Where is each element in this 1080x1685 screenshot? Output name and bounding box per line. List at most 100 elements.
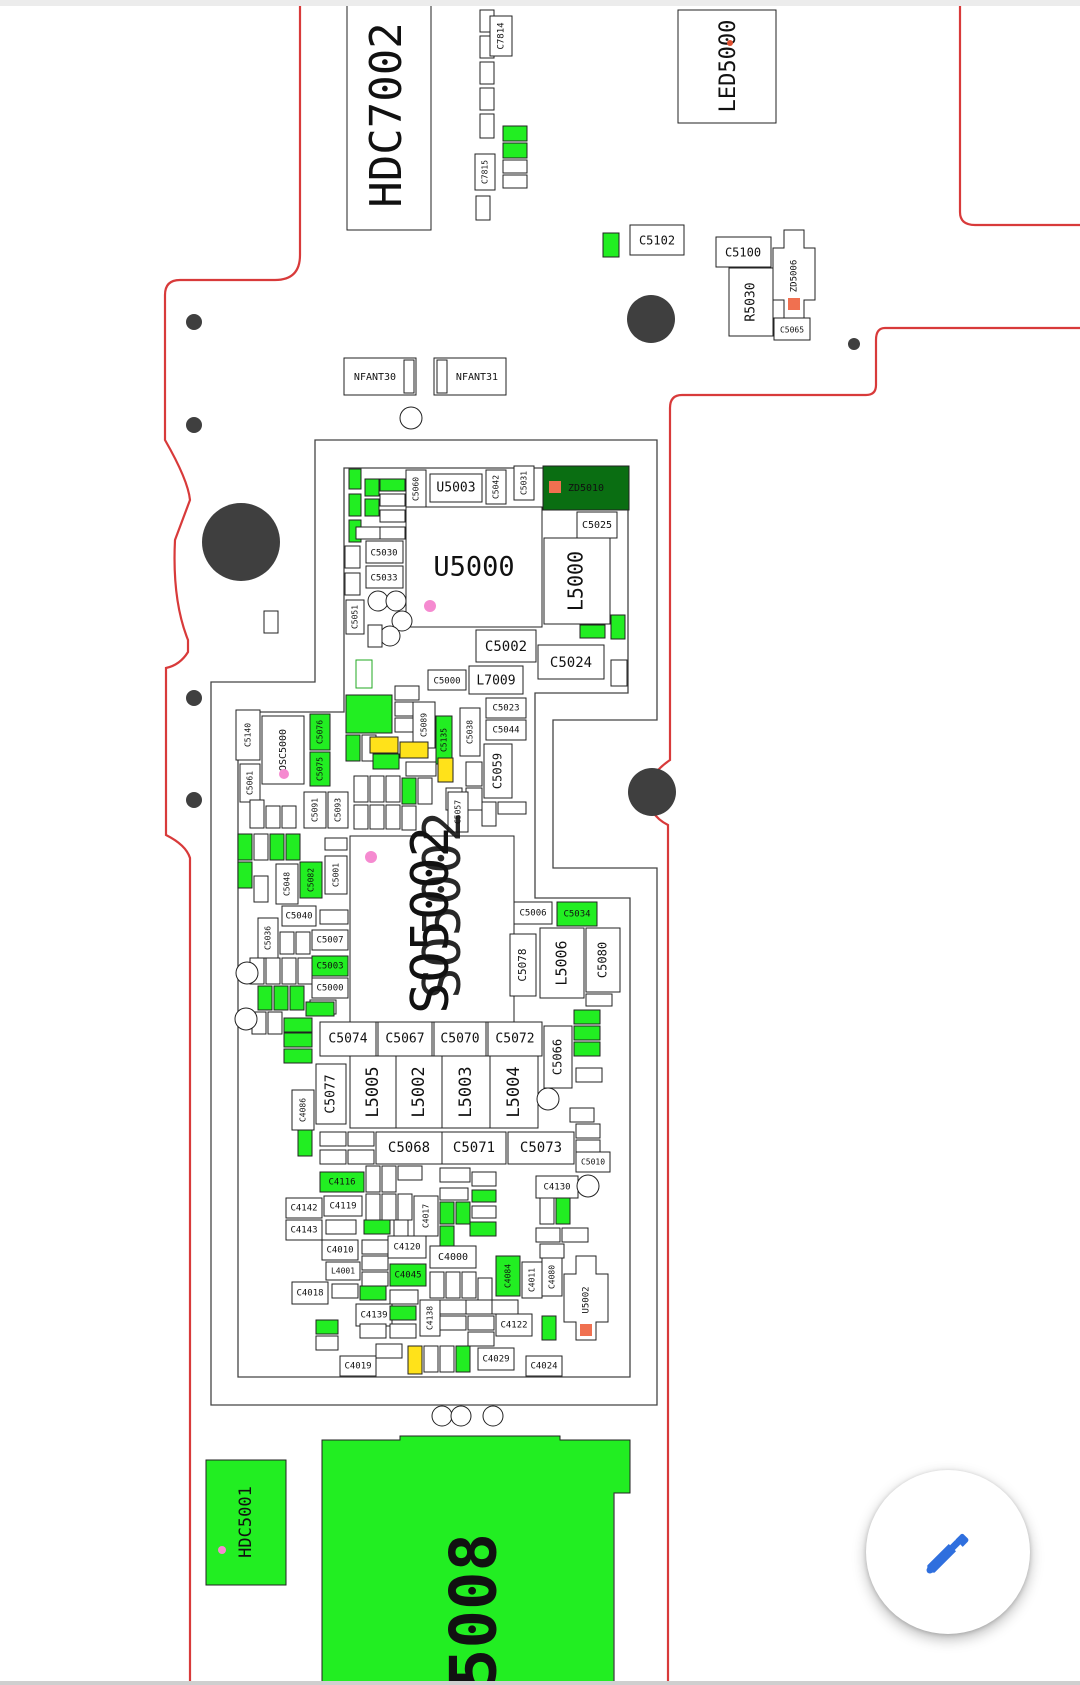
smd-component (279, 931, 295, 955)
smd-component (535, 1227, 561, 1243)
c4000-label: C4000 (438, 1252, 468, 1263)
smd-component (539, 1197, 555, 1225)
c5078-label: C5078 (516, 948, 529, 981)
c4084-label: C4084 (504, 1264, 513, 1288)
c5044-component (485, 719, 527, 741)
smd-component (369, 736, 399, 754)
bottom-cluster-components: C4116 C4130 C4142 C4119 C4017 C4143 (285, 1165, 609, 1427)
c5003-component (311, 955, 349, 977)
smd-component (269, 833, 285, 861)
smd-component (417, 777, 433, 805)
smd-component (602, 232, 620, 258)
c5091-label: C5091 (311, 798, 320, 822)
edit-fab-button[interactable] (866, 1470, 1030, 1634)
smd-component (399, 741, 429, 759)
smd-component (467, 1315, 495, 1331)
smd-component (379, 478, 406, 492)
l5002-component (395, 1055, 443, 1129)
smd-component (481, 801, 497, 827)
smd-component (439, 1187, 469, 1201)
smd-component (491, 1299, 519, 1315)
c4116-component (319, 1171, 365, 1193)
c4029-component (477, 1347, 515, 1371)
smd-component (497, 801, 527, 815)
c5071-component (441, 1131, 507, 1165)
lower-power-components: C5074 C5067 C5070 C5072 C5066 C5077 L500… (291, 1009, 611, 1173)
smd-component (319, 909, 349, 925)
c5002-label: C5002 (485, 639, 527, 655)
smd-component (315, 1335, 339, 1351)
c5024-component (537, 644, 605, 680)
c5023-component (485, 697, 527, 719)
smd-component (405, 761, 437, 777)
smd-component (575, 1123, 601, 1139)
smd-component (439, 1299, 467, 1315)
smd-component (439, 1201, 455, 1225)
smd-component (467, 1331, 495, 1347)
smd-component (265, 957, 281, 985)
c5048-component (275, 863, 299, 905)
smd-component (359, 1285, 387, 1301)
l5006-label: L5006 (553, 940, 571, 985)
c4080-label: C4080 (548, 1265, 557, 1289)
c5006-component (513, 901, 553, 925)
c5093-label: C5093 (334, 798, 343, 822)
c5068-label: C5068 (388, 1140, 430, 1156)
c5080-label: C5080 (596, 942, 610, 978)
smd-component (381, 1165, 397, 1193)
led5000-component (677, 9, 777, 124)
c5031-label: C5031 (520, 471, 529, 495)
c4045-component (389, 1263, 427, 1287)
r5030-label: R5030 (744, 282, 759, 321)
smd-component (610, 614, 626, 640)
smd-component (283, 1032, 313, 1048)
smd-component (347, 1131, 375, 1147)
c5093-component (327, 791, 349, 829)
osc5000-label: OSC5000 (278, 729, 289, 771)
c5066-component (543, 1025, 573, 1089)
smd-component (372, 753, 400, 770)
c5070-component (433, 1021, 487, 1057)
u5002-label: U5002 (582, 1286, 592, 1313)
smd-component (436, 359, 448, 394)
smd-component (289, 985, 305, 1011)
smd-component (569, 1107, 595, 1123)
smd-component (502, 142, 528, 159)
c5074-label: C5074 (328, 1032, 367, 1047)
c5033-label: C5033 (370, 574, 397, 584)
pin-marker (549, 481, 561, 493)
smd-component (348, 468, 362, 490)
smd-component (285, 833, 301, 861)
c4119-label: C4119 (329, 1202, 356, 1212)
c5059-label: C5059 (491, 753, 505, 789)
smd-component (403, 359, 415, 394)
smd-component (479, 61, 495, 85)
hdc7002-component (346, 0, 432, 231)
smd-component (325, 1219, 357, 1235)
smd-component (461, 1271, 477, 1299)
c5010-label: C5010 (581, 1158, 605, 1167)
smd-component (502, 125, 528, 142)
r5030-component (728, 267, 774, 337)
c7815-label: C7815 (481, 160, 490, 184)
c5076-component (309, 713, 331, 751)
c4010-label: C4010 (326, 1246, 353, 1256)
smd-component (361, 1239, 389, 1255)
top-shadow-bar (0, 0, 1080, 6)
smd-component (345, 694, 393, 734)
c5082-component (299, 861, 323, 899)
smd-component (385, 775, 401, 803)
c5067-component (377, 1021, 433, 1057)
smd-component (319, 1131, 347, 1147)
c4120-component (387, 1235, 427, 1259)
smd-component (311, 977, 349, 999)
c4029-label: C4029 (482, 1355, 509, 1365)
c4122-component (495, 1313, 533, 1337)
zd5010-label: ZD5010 (568, 483, 604, 494)
smd-component (257, 985, 273, 1011)
c4143-component (285, 1219, 323, 1241)
smd-component (297, 1129, 313, 1157)
c5065-label: C5065 (780, 326, 804, 335)
l5003-label: L5003 (456, 1066, 476, 1117)
